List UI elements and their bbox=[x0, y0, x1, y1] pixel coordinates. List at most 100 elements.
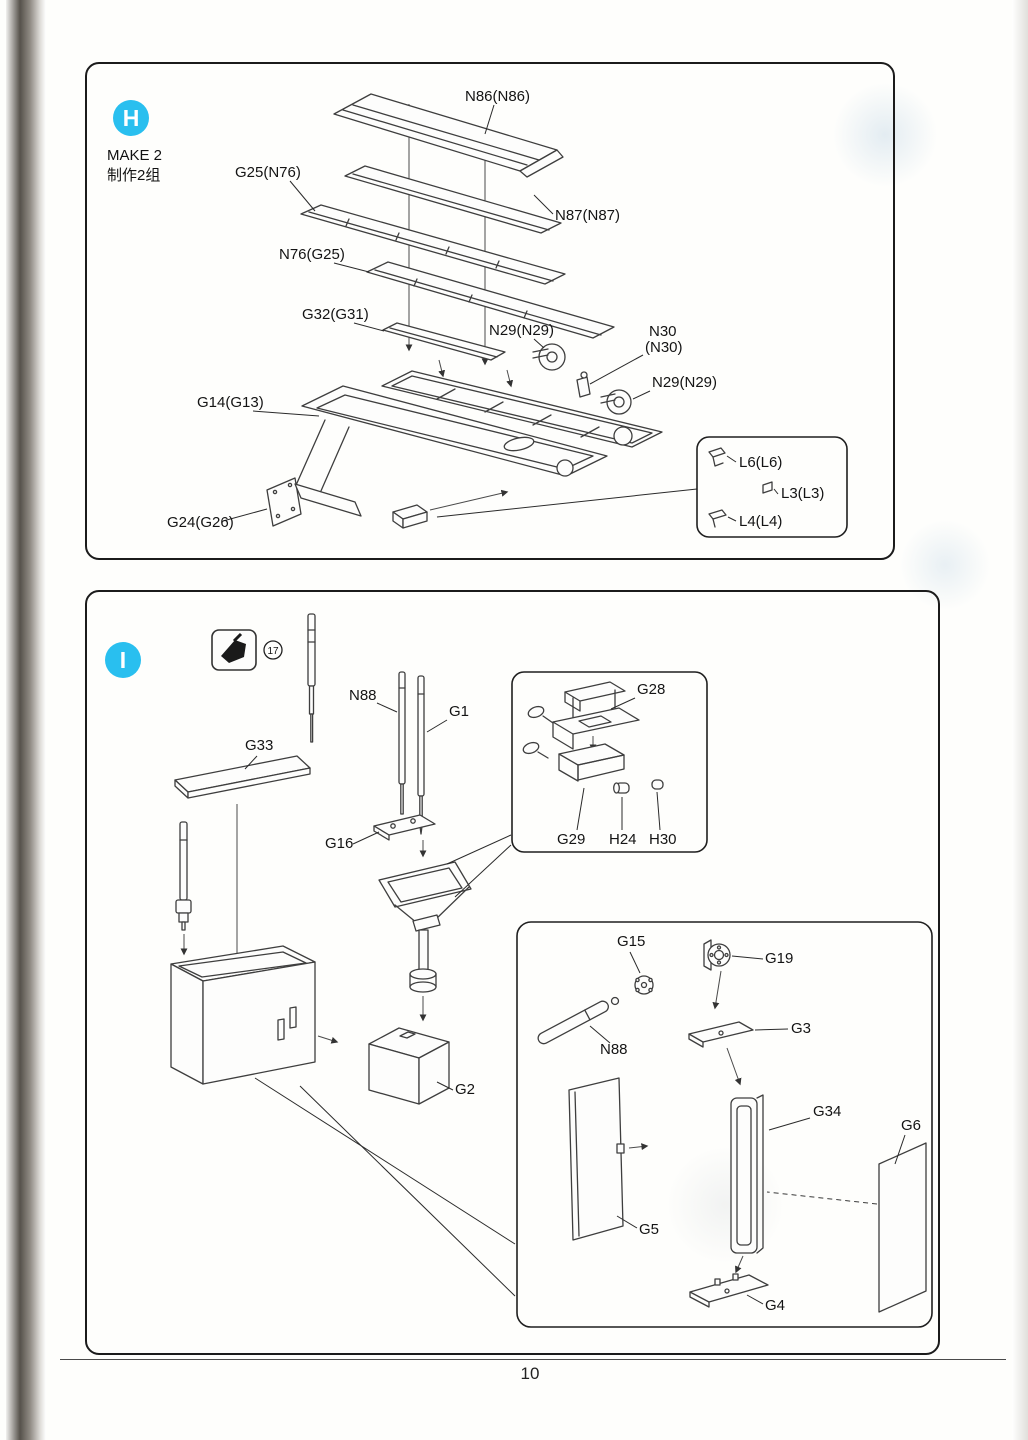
part-17-rod bbox=[307, 613, 316, 743]
step-i-inset-bottom: G15 G19 N88 G3 G34 G6 G5 G4 bbox=[516, 921, 933, 1328]
label-g3: G3 bbox=[791, 1020, 811, 1037]
label-n29-upper: N29(N29) bbox=[489, 322, 554, 339]
step-i-diagram: 17 bbox=[170, 613, 933, 1328]
part-n87-rail bbox=[344, 165, 562, 234]
part-g34-frame bbox=[730, 1094, 764, 1254]
label-g2: G2 bbox=[455, 1081, 475, 1098]
part-l4-bracket bbox=[708, 509, 727, 528]
label-n29-lower: N29(N29) bbox=[652, 374, 717, 391]
inset-connector-lines bbox=[254, 834, 516, 1297]
label-l4: L4(L4) bbox=[739, 513, 782, 530]
part-u-mount bbox=[552, 707, 640, 750]
part-n30-bracket bbox=[576, 371, 591, 398]
label-n86: N86(N86) bbox=[465, 88, 530, 105]
inset-label-leaders bbox=[726, 455, 779, 522]
glue-icon bbox=[211, 629, 257, 671]
label-17: 17 bbox=[267, 646, 279, 657]
label-g4: G4 bbox=[765, 1297, 785, 1314]
label-n87: N87(N87) bbox=[555, 207, 620, 224]
make-note-cn: 制作2组 bbox=[107, 166, 161, 184]
part-g5-panel bbox=[568, 1077, 625, 1241]
part-n76-rail bbox=[366, 261, 615, 339]
label-g24: G24(G26) bbox=[167, 514, 234, 531]
part-g3-plate bbox=[688, 1021, 754, 1048]
part-g32-rail bbox=[382, 322, 506, 361]
label-g16: G16 bbox=[325, 835, 353, 852]
label-n88: N88 bbox=[349, 687, 377, 704]
part-g16-mount bbox=[373, 814, 436, 841]
step-i-panel: I 17 bbox=[85, 590, 940, 1355]
label-n30-line1: N30 bbox=[649, 323, 677, 340]
step-i-inset-top: G28 G29 H24 H30 bbox=[511, 671, 708, 853]
label-n76: N76(G25) bbox=[279, 246, 345, 263]
label-l3: L3(L3) bbox=[781, 485, 824, 502]
inset-top-label-leaders bbox=[576, 697, 661, 831]
step-i-badge: I bbox=[105, 642, 141, 678]
label-g1: G1 bbox=[449, 703, 469, 720]
step-h-badge: H bbox=[113, 100, 149, 136]
channel-assembly-arrow bbox=[429, 489, 509, 511]
label-g33: G33 bbox=[245, 737, 273, 754]
scan-edge-left bbox=[6, 0, 46, 1440]
inset-box bbox=[696, 436, 848, 538]
label-g25: G25(N76) bbox=[235, 164, 301, 181]
part-g14-frame bbox=[292, 385, 608, 501]
part-17-callout: 17 bbox=[263, 640, 283, 660]
label-leaders bbox=[244, 702, 454, 1091]
part-g24-bracket bbox=[266, 477, 362, 527]
inset-bottom-arrows bbox=[628, 970, 744, 1274]
part-n88-rod bbox=[398, 671, 406, 815]
part-n88-rod-inset bbox=[537, 996, 620, 1045]
scan-edge-right bbox=[1012, 0, 1028, 1440]
make-quantity-note: MAKE 2 制作2组 bbox=[107, 146, 162, 185]
part-g25-rail bbox=[300, 204, 566, 285]
inset-box bbox=[516, 921, 933, 1328]
inset-bottom-label-leaders bbox=[589, 951, 906, 1305]
label-n30-line2: (N30) bbox=[645, 339, 683, 356]
step-i-letter: I bbox=[119, 647, 127, 673]
g6-alignment-dashed-line bbox=[766, 1191, 878, 1205]
part-g33-panel bbox=[174, 755, 311, 799]
part-l3-clip bbox=[762, 481, 773, 494]
step-h-inset: L6(L6) L3(L3) L4(L4) bbox=[696, 436, 848, 538]
part-g15-gear bbox=[634, 975, 654, 995]
part-small-channel bbox=[392, 504, 428, 529]
part-g19-hub bbox=[703, 939, 731, 971]
part-l6-bracket bbox=[708, 447, 726, 467]
label-g14: G14(G13) bbox=[197, 394, 264, 411]
inset-box bbox=[511, 671, 708, 853]
part-g4-base bbox=[689, 1273, 769, 1308]
make-note-en: MAKE 2 bbox=[107, 147, 163, 164]
step-h-letter: H bbox=[122, 105, 140, 131]
label-g32: G32(G31) bbox=[302, 306, 369, 323]
part-g6-panel bbox=[878, 1142, 927, 1313]
label-n88-inset: N88 bbox=[600, 1041, 628, 1058]
label-g19: G19 bbox=[765, 950, 793, 967]
part-n29-roller-lower bbox=[600, 389, 632, 415]
part-g2-box bbox=[368, 1027, 450, 1105]
step-h-diagram: N86(N86) G25(N76) N87(N87) N76(G25) G32(… bbox=[167, 88, 848, 538]
label-g6: G6 bbox=[901, 1117, 921, 1134]
part-funnel-assembly bbox=[378, 861, 472, 993]
label-g34: G34 bbox=[813, 1103, 841, 1120]
part-storage-bin bbox=[170, 945, 316, 1085]
part-g29-mount bbox=[558, 743, 625, 782]
label-h30: H30 bbox=[649, 831, 677, 848]
part-n29-roller-upper bbox=[532, 343, 566, 371]
part-chassis-end-rollers bbox=[556, 426, 633, 477]
part-h24-cylinder bbox=[613, 782, 630, 794]
footer-rule bbox=[60, 1359, 1006, 1360]
part-n86-roof-panel bbox=[333, 93, 564, 178]
assembly-arrows bbox=[180, 804, 427, 1044]
label-l6: L6(L6) bbox=[739, 454, 782, 471]
label-g5: G5 bbox=[639, 1221, 659, 1238]
label-g15: G15 bbox=[617, 933, 645, 950]
part-h30-cylinder bbox=[651, 779, 664, 790]
step-h-panel: H MAKE 2 制作2组 bbox=[85, 62, 895, 560]
part-chassis-deck bbox=[381, 370, 663, 448]
part-left-barrel bbox=[175, 821, 192, 931]
label-g29: G29 bbox=[557, 831, 585, 848]
part-hook-clamps bbox=[522, 705, 554, 759]
label-g28: G28 bbox=[637, 681, 665, 698]
